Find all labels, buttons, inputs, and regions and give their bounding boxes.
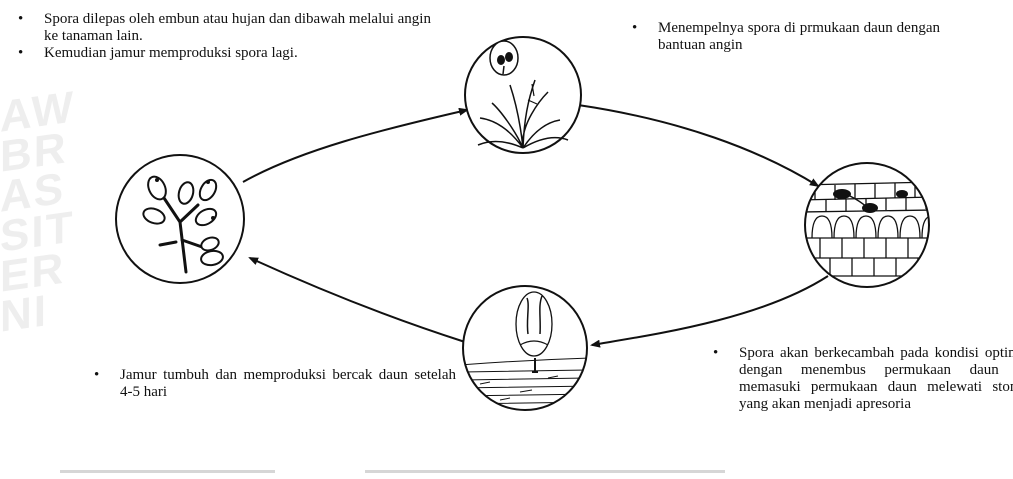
leaf-cross-section-icon bbox=[800, 163, 942, 287]
cycle-arrow-to-leaf-surface bbox=[578, 105, 818, 186]
note-growth-item: Jamur tumbuh dan memproduksi bercak daun… bbox=[120, 367, 456, 401]
cycle-arrow-to-germination bbox=[592, 276, 828, 345]
cycle-arrow-to-release bbox=[250, 258, 465, 342]
note-spore-germination: Spora akan berkecambah pada kondisi opti… bbox=[709, 345, 1013, 413]
note-fungus-growth: Jamur tumbuh dan memproduksi bercak daun… bbox=[90, 367, 456, 401]
bottom-decor-bars bbox=[60, 467, 760, 479]
note-spore-release: Spora dilepas oleh embun atau hujan dan … bbox=[14, 11, 434, 62]
note-release-item: Spora dilepas oleh embun atau hujan dan … bbox=[44, 11, 434, 45]
cycle-arrow-to-airborne bbox=[243, 110, 467, 182]
note-release-item: Kemudian jamur memproduksi spora lagi. bbox=[44, 45, 434, 62]
note-spore-attach: Menempelnya spora di prmukaan daun denga… bbox=[628, 20, 940, 54]
grass-with-spore-icon bbox=[465, 37, 581, 153]
branch-with-spores-icon bbox=[116, 155, 244, 283]
note-attach-item: Menempelnya spora di prmukaan daun denga… bbox=[658, 20, 940, 54]
germinating-spore-icon bbox=[460, 286, 590, 412]
note-germination-item: Spora akan berkecambah pada kondisi opti… bbox=[739, 345, 1013, 413]
